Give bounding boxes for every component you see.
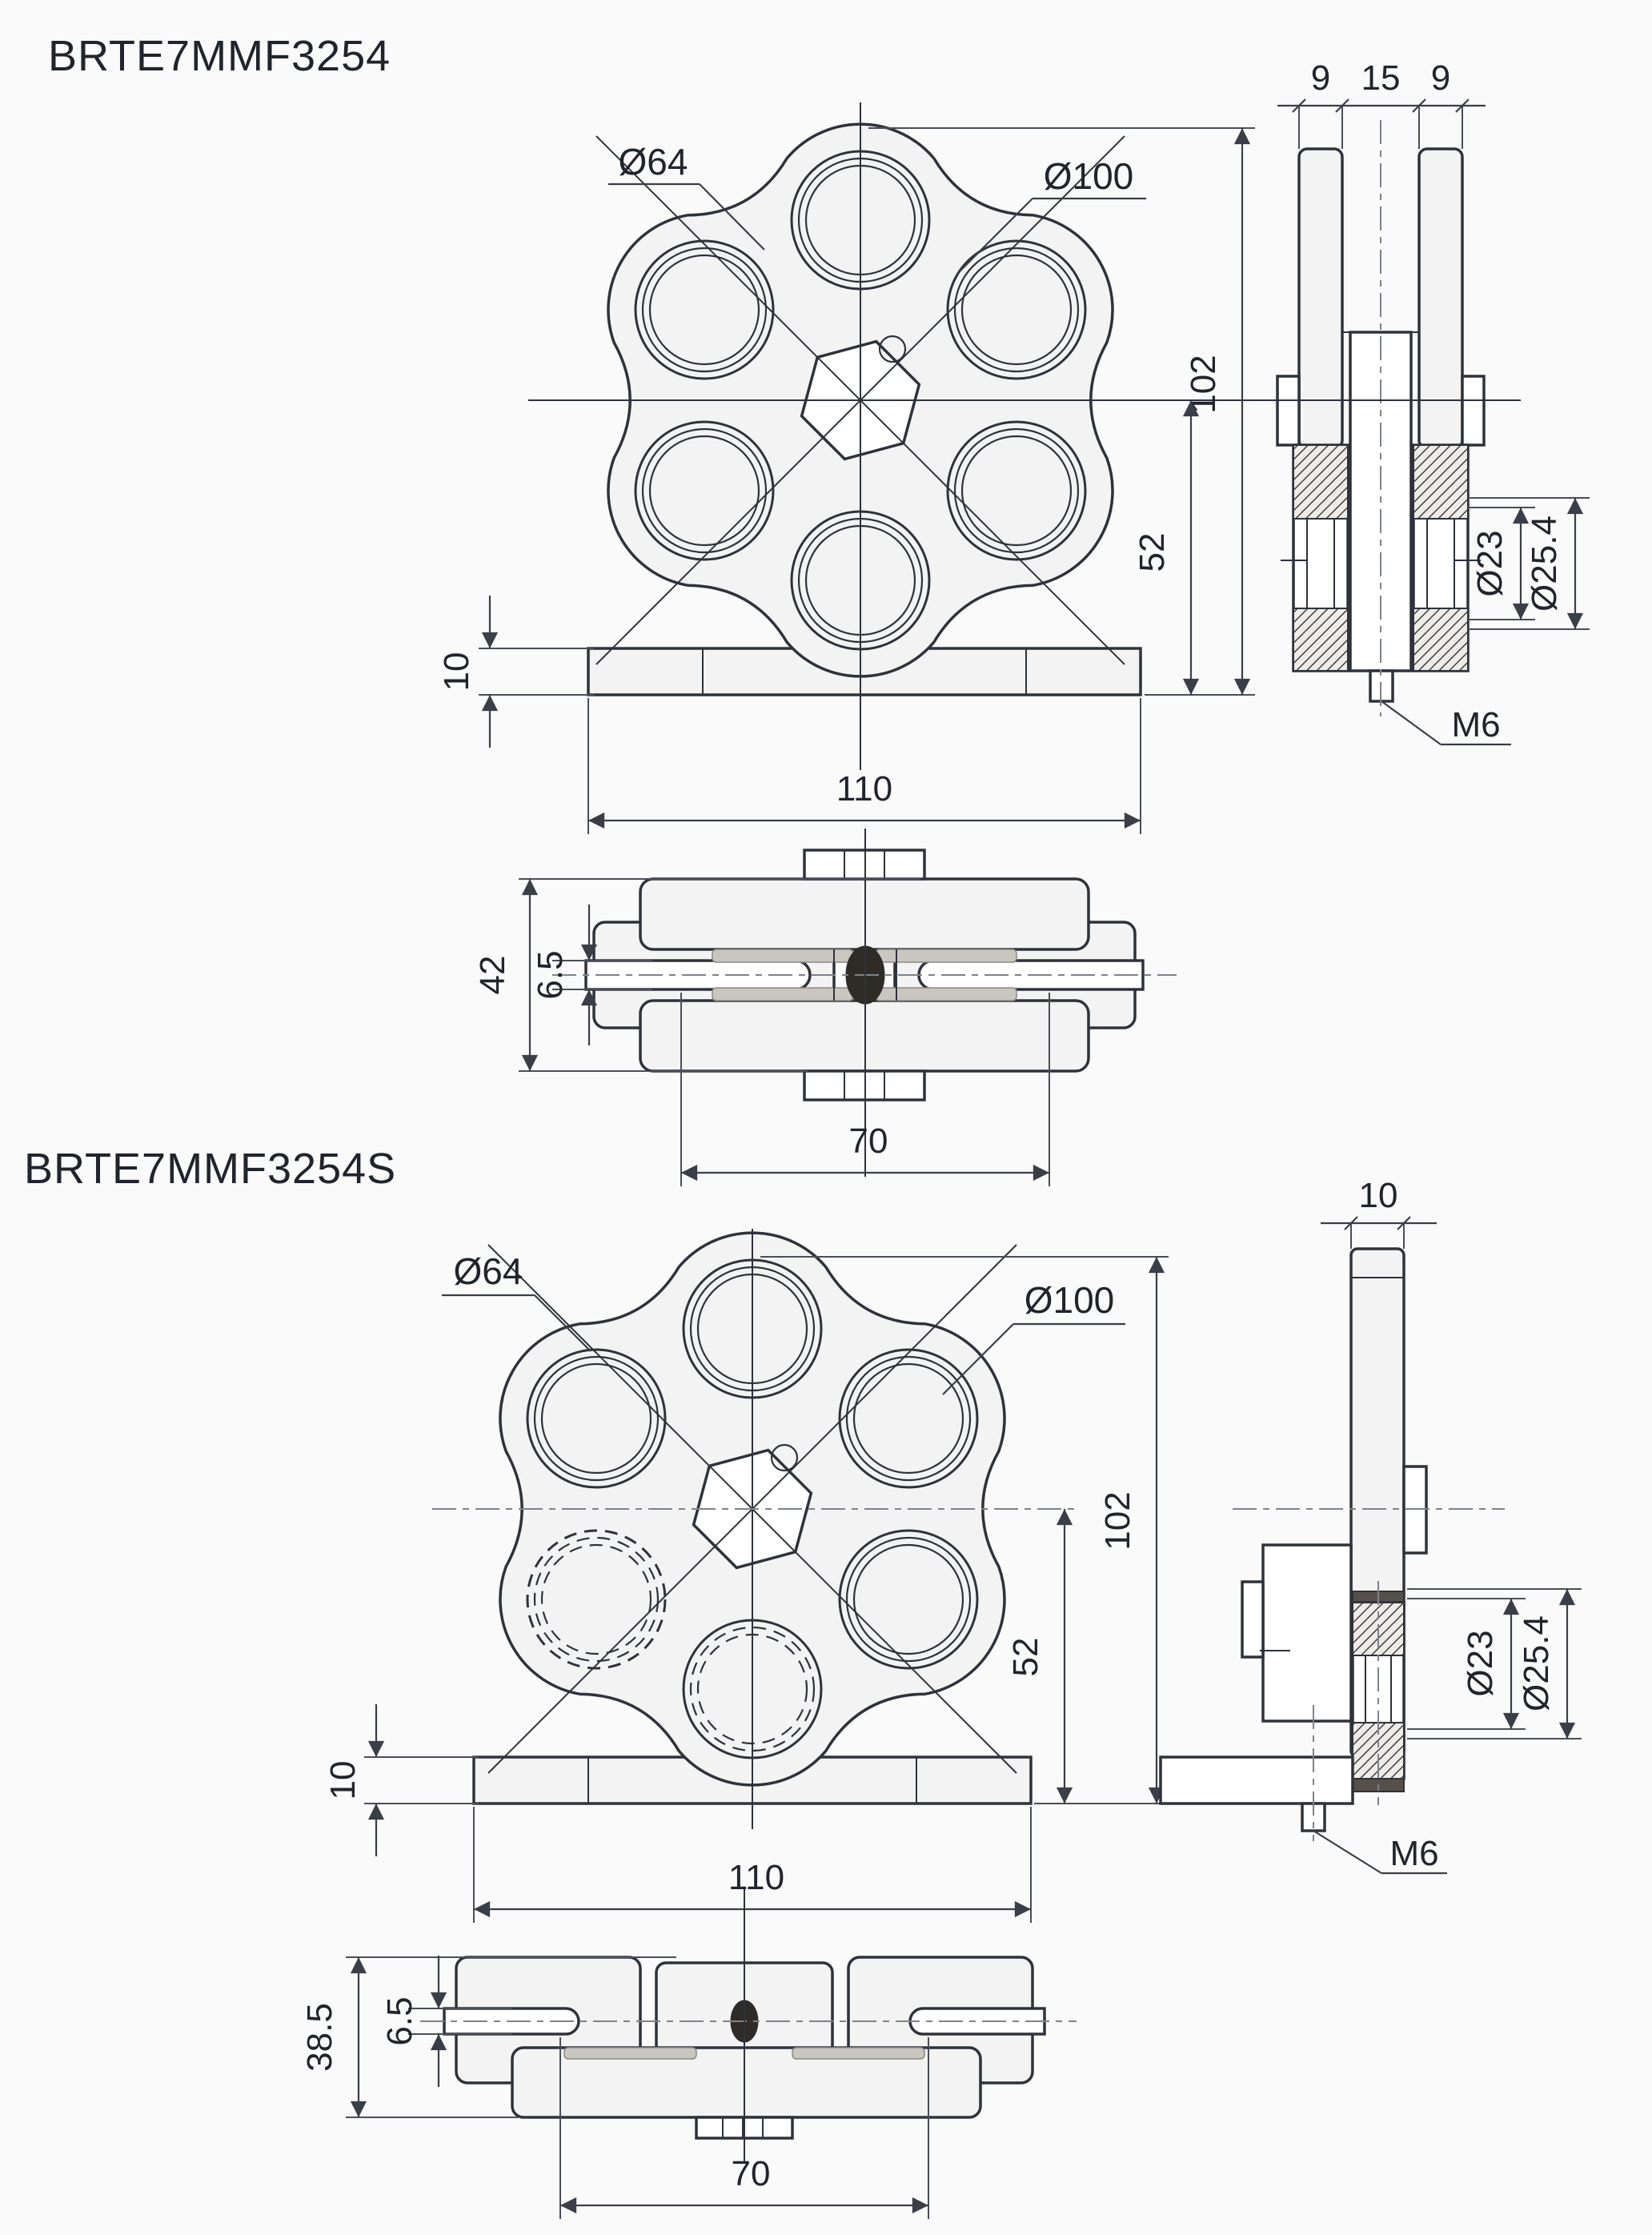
mount-span-label-d2: 70 — [732, 2154, 771, 2193]
plan-view-d2: 38.5 6.5 70 — [300, 1889, 1077, 2219]
center-height-label-d2: 52 — [1006, 1638, 1045, 1677]
gap-label-d1: 15 — [1361, 58, 1401, 98]
plate-label-d2: 10 — [1359, 1176, 1398, 1215]
plate-right-label-d1: 9 — [1431, 58, 1450, 98]
dim-roller-bore-d2: Ø23 — [1407, 1598, 1526, 1730]
dim-plate-spacing-d1: 9 15 9 — [1277, 58, 1486, 149]
mount-span-label-d1: 70 — [849, 1122, 888, 1161]
base-bracket-d2 — [1159, 1755, 1354, 1805]
rail-thickness-label-d2: 10 — [323, 1761, 363, 1800]
dia-pitch-label-d1: Ø100 — [1044, 155, 1134, 197]
rail-thickness-label-d1: 10 — [437, 652, 476, 692]
dim-overall-depth-d1: 42 — [473, 878, 920, 1072]
drawing2-title: BRTE7MMF3254S — [24, 1145, 396, 1193]
dia-pitch-label-d2: Ø100 — [1024, 1279, 1115, 1321]
index-hole-d2 — [770, 1443, 799, 1472]
dim-slot-width-d1: 6.5 — [531, 905, 652, 1045]
overall-depth-label-d2: 38.5 — [300, 2003, 339, 2072]
dim-plate-d2: 10 — [1321, 1176, 1437, 1249]
front-view-d2 — [432, 1229, 1079, 1829]
roller-outer-label-d1: Ø25.4 — [1525, 516, 1564, 612]
dim-rail-thickness-d2: 10 — [323, 1704, 479, 1856]
centerlines-d1 — [528, 102, 1250, 770]
dim-overall-width-d2: 110 — [473, 1807, 1032, 1923]
center-height-label-d1: 52 — [1133, 533, 1172, 572]
dia-roller-label-d1: Ø64 — [619, 141, 688, 183]
dim-center-height-d2: 52 — [1006, 1509, 1073, 1804]
dia-roller-callout-d1: Ø64 — [608, 141, 765, 251]
dia-pitch-callout-d1: Ø100 — [956, 155, 1146, 275]
side-view-d1: 9 15 9 Ø23 Ø25.4 M6 — [1249, 58, 1590, 746]
dim-slot-width-d2: 6.5 — [380, 1956, 512, 2087]
roller-circles-d2 — [526, 1258, 979, 1760]
side-tab-right-d1 — [1461, 375, 1486, 447]
dia-roller-callout-d2: Ø64 — [442, 1250, 591, 1352]
dim-overall-height-d2: 102 — [760, 1256, 1169, 1804]
dim-roller-outer-d2: Ø25.4 — [1407, 1588, 1582, 1739]
dim-overall-depth-d2: 38.5 — [300, 1956, 676, 2118]
plate-left-label-d1: 9 — [1311, 58, 1330, 98]
bearing-block-d2 — [1261, 1543, 1353, 1723]
dim-mount-span-d1: 70 — [680, 993, 1050, 1186]
dim-mount-span-d2: 70 — [559, 2037, 929, 2219]
dia-roller-label-d2: Ø64 — [454, 1250, 523, 1292]
dia-pitch-callout-d2: Ø100 — [942, 1279, 1125, 1395]
front-view-d1 — [528, 102, 1250, 770]
dim-center-height-d1: 52 — [1133, 400, 1200, 695]
side-view-d2: 10 Ø23 Ø25.4 M6 — [1159, 1176, 1582, 1875]
thread-label-d1: M6 — [1451, 705, 1500, 744]
overall-depth-label-d1: 42 — [473, 956, 512, 995]
overall-height-label-d2: 102 — [1098, 1491, 1137, 1550]
slot-width-label-d2: 6.5 — [380, 1996, 419, 2045]
dim-rail-thickness-d1: 10 — [437, 596, 594, 748]
roller-bore-label-d2: Ø23 — [1461, 1630, 1500, 1696]
slot-width-label-d1: 6.5 — [531, 950, 570, 999]
thread-callout-d1: M6 — [1381, 700, 1511, 746]
side-roller-left-d1 — [1292, 443, 1349, 672]
thread-callout-d2: M6 — [1313, 1830, 1447, 1875]
roller-outer-label-d2: Ø25.4 — [1517, 1615, 1556, 1711]
index-hole-d1 — [878, 335, 907, 363]
plan-view-d1: 42 6.5 70 — [473, 829, 1177, 1186]
drawing1-title: BRTE7MMF3254 — [48, 32, 391, 80]
side-plate-right-d1 — [1417, 147, 1464, 450]
centerlines-d2 — [432, 1229, 1079, 1829]
side-roller-right-d1 — [1412, 443, 1470, 672]
dim-roller-bore-d1: Ø23 — [1470, 507, 1535, 620]
dim-roller-outer-d1: Ø25.4 — [1470, 497, 1590, 630]
side-plate-left-d1 — [1297, 147, 1344, 450]
overall-height-label-d1: 102 — [1184, 355, 1223, 413]
plan-slot-right-d2 — [908, 2007, 1046, 2036]
roller-bore-label-d1: Ø23 — [1470, 530, 1510, 596]
overall-width-label-d1: 110 — [836, 769, 892, 809]
thread-label-d2: M6 — [1389, 1834, 1438, 1873]
block-tab-left-d2 — [1241, 1580, 1265, 1659]
dim-overall-width-d1: 110 — [587, 698, 1141, 834]
side-tab-left-d1 — [1276, 375, 1301, 447]
overall-width-label-d2: 110 — [728, 1858, 784, 1897]
